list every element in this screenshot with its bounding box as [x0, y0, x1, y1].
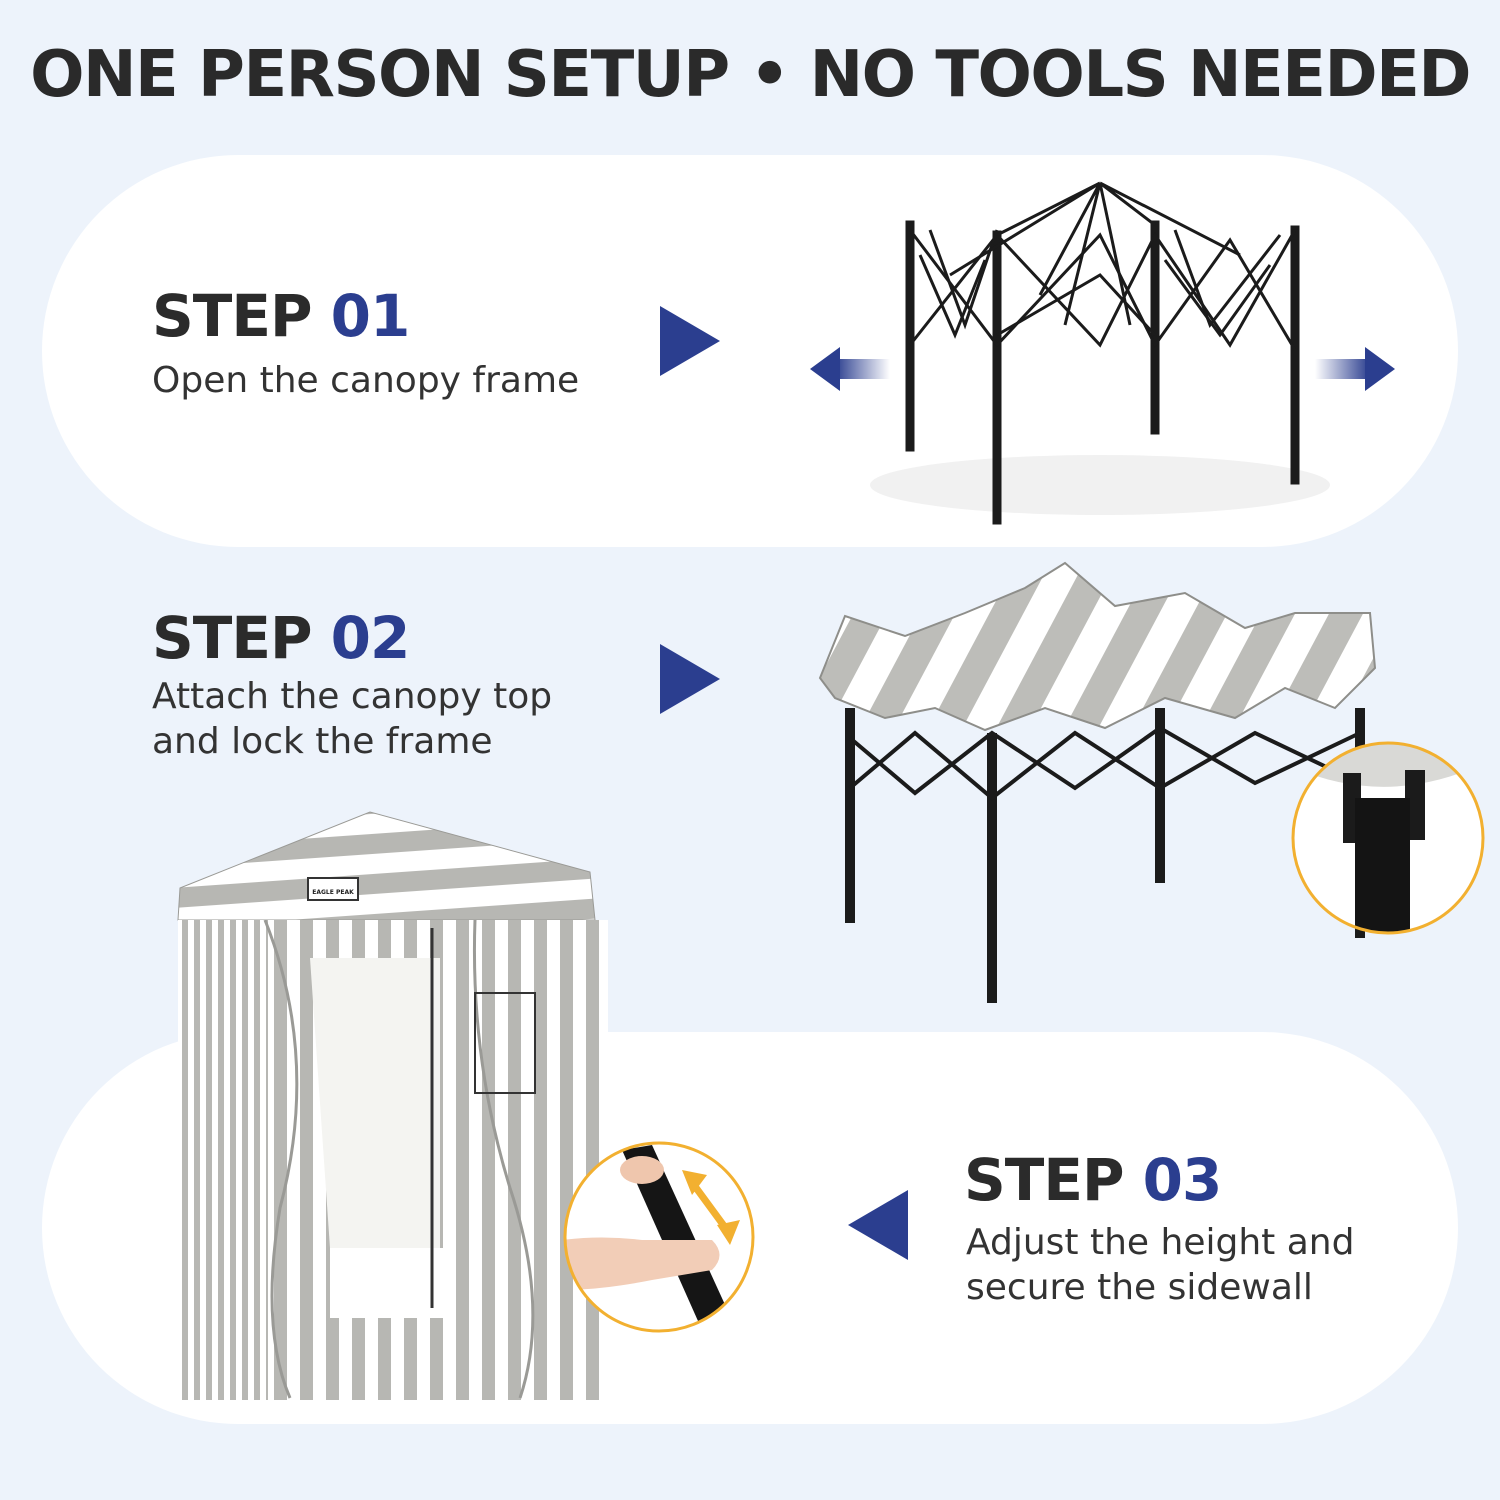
step-3-heading: STEP 03 — [964, 1146, 1223, 1214]
page-title: ONE PERSON SETUP • NO TOOLS NEEDED — [30, 38, 1471, 112]
canopy-frame-illustration — [810, 181, 1395, 525]
step-3-line-1: Adjust the height and — [966, 1222, 1355, 1263]
step-1-line-1: Open the canopy frame — [152, 360, 580, 401]
step-3-label: STEP — [964, 1146, 1124, 1214]
brand-label: EAGLE PEAK — [312, 889, 354, 896]
brand-badge — [307, 877, 359, 901]
step-1-label: STEP — [152, 282, 312, 350]
velcro-detail — [1291, 741, 1485, 935]
expand-arrow-icon — [1315, 347, 1395, 391]
shower-tent-illustration: EAGLE PEAK — [177, 811, 608, 1400]
step-2-number: 02 — [330, 604, 411, 672]
step-2-heading: STEP 02 — [152, 604, 411, 672]
play-arrow-icon — [660, 306, 720, 376]
step-3-number: 03 — [1142, 1146, 1223, 1214]
play-arrow-icon — [848, 1190, 908, 1260]
height-adjust-detail — [563, 1141, 755, 1333]
step-1-description: Open the canopy frame — [152, 358, 579, 403]
step-1-heading: STEP 01 — [152, 282, 411, 350]
canopy-fabric — [818, 561, 1377, 732]
canopy-top-illustration — [818, 561, 1485, 1003]
play-arrow-icon — [660, 644, 720, 714]
step-3-line-2: secure the sidewall — [966, 1267, 1313, 1308]
step-1-number: 01 — [330, 282, 411, 350]
double-arrow-icon — [682, 1170, 740, 1245]
step-2-line-1: Attach the canopy top — [152, 676, 553, 717]
expand-arrow-icon — [810, 347, 890, 391]
step-2-label: STEP — [152, 604, 312, 672]
step-2-description: Attach the canopy top and lock the frame — [152, 674, 552, 764]
step-3-description: Adjust the height and secure the sidewal… — [966, 1220, 1354, 1310]
step-2-line-2: and lock the frame — [152, 721, 493, 762]
